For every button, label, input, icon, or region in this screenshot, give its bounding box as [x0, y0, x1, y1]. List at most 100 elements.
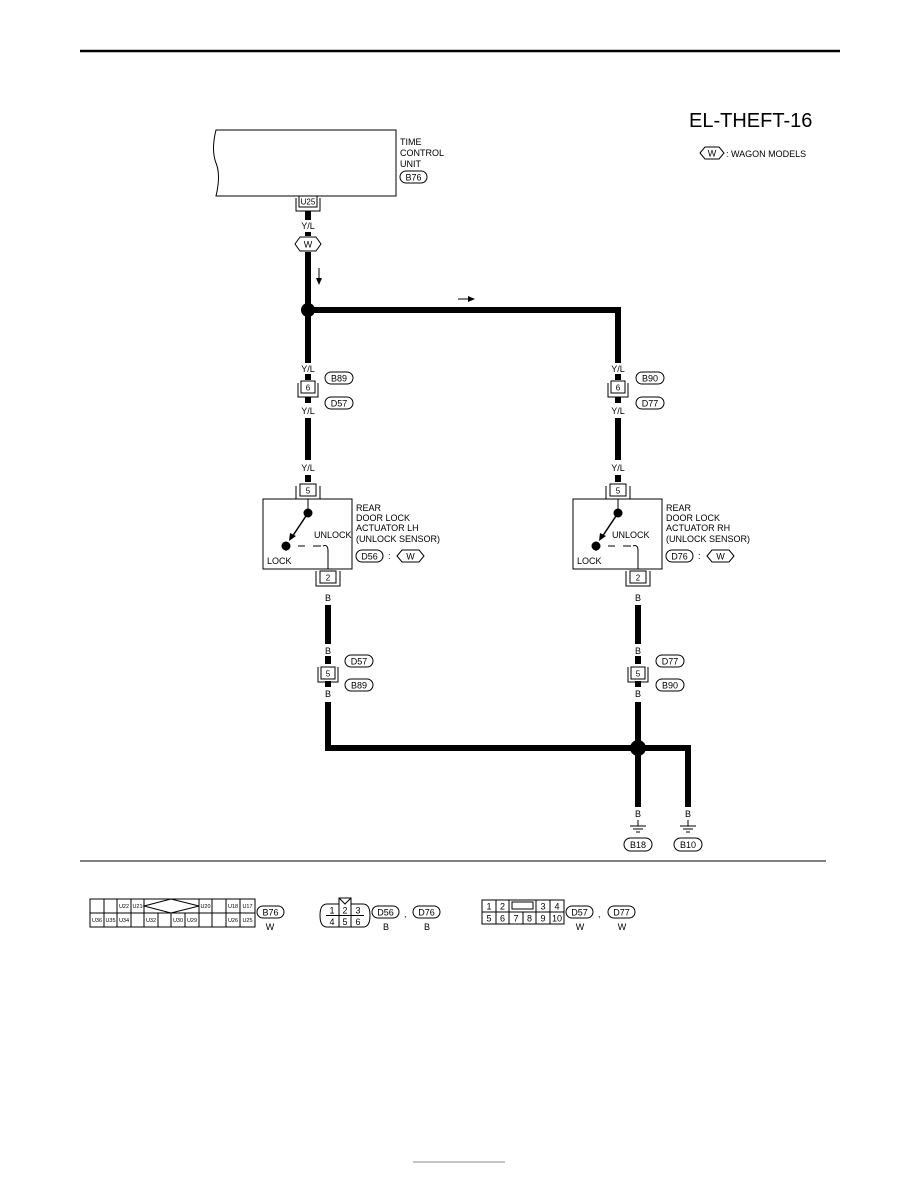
- signal-junction: [301, 303, 315, 317]
- svg-text:,: ,: [404, 909, 407, 919]
- svg-text:D77: D77: [642, 399, 659, 409]
- wagon-legend-text: : WAGON MODELS: [726, 149, 806, 159]
- svg-text:5: 5: [326, 670, 331, 679]
- svg-text:D57: D57: [331, 399, 348, 409]
- connector-view-b76: U22 U21 U20 U18 U17 U36 U35 U34 U32 U30 …: [89, 898, 285, 932]
- wagon-diamond-icon: [294, 236, 322, 252]
- svg-text:U20: U20: [200, 904, 210, 910]
- svg-text:B: B: [685, 809, 691, 819]
- svg-text:W: W: [576, 922, 585, 932]
- left-upper-connector-pill-1: [324, 371, 354, 385]
- right-upper-connector: Y/L 6 Y/L B90 D77: [607, 364, 665, 416]
- svg-text:B: B: [635, 593, 641, 603]
- svg-text:U32: U32: [146, 918, 156, 924]
- right-actuator-wagon-icon: [706, 549, 735, 563]
- svg-text:U21: U21: [132, 904, 142, 910]
- svg-text:B: B: [325, 593, 331, 603]
- svg-text:D57: D57: [351, 657, 368, 667]
- svg-text:B90: B90: [642, 374, 658, 384]
- svg-text:REAR: REAR: [666, 503, 692, 513]
- svg-text:B76: B76: [262, 908, 278, 918]
- svg-text:4: 4: [554, 902, 559, 912]
- svg-text:Y/L: Y/L: [611, 406, 625, 416]
- svg-text:5: 5: [616, 487, 621, 496]
- svg-text:(UNLOCK SENSOR): (UNLOCK SENSOR): [666, 534, 750, 544]
- time-control-unit: TIME CONTROL UNIT B76 U25: [213, 129, 444, 212]
- right-upper-connector-pill-2: [635, 396, 665, 410]
- right-door-lock-actuator: Y/L 5 UNLOCK LOCK REAR DOOR LOCK ACTUATO…: [572, 463, 750, 587]
- svg-text:U26: U26: [228, 918, 238, 924]
- svg-text:Y/L: Y/L: [611, 463, 625, 473]
- right-actuator-connector-pill: [665, 549, 694, 563]
- svg-text:W: W: [708, 149, 717, 159]
- svg-text:D77: D77: [613, 908, 630, 918]
- svg-text:B: B: [635, 809, 641, 819]
- left-unlock-label: UNLOCK: [314, 530, 352, 540]
- svg-text:U36: U36: [92, 918, 102, 924]
- svg-text:2: 2: [500, 902, 505, 912]
- left-actuator-wagon-icon: [396, 549, 425, 563]
- svg-text:U29: U29: [187, 918, 197, 924]
- svg-text:B: B: [635, 689, 641, 699]
- connector-view-d56-d76: 1 2 3 4 5 6 D56 , D76 B B: [319, 897, 441, 932]
- svg-text:5: 5: [342, 917, 347, 927]
- svg-text:U17: U17: [242, 904, 252, 910]
- tcu-label-line1: TIME: [400, 137, 422, 147]
- left-lower-connector-pill-2: [344, 678, 374, 692]
- svg-text:ACTUATOR LH: ACTUATOR LH: [356, 523, 419, 533]
- svg-text:D56: D56: [361, 552, 378, 562]
- svg-text:D76: D76: [418, 908, 435, 918]
- ground-junction: [630, 740, 646, 756]
- svg-text:U34: U34: [119, 918, 129, 924]
- right-lower-connector-pill-2: [655, 678, 685, 692]
- svg-text:1: 1: [329, 906, 334, 916]
- connector-key-icon: [142, 898, 200, 914]
- left-lower-connector-pill-1: [344, 654, 374, 668]
- svg-text:W: W: [618, 922, 627, 932]
- svg-text:Y/L: Y/L: [301, 463, 315, 473]
- svg-text:6: 6: [306, 384, 311, 393]
- svg-text:W: W: [406, 552, 415, 562]
- svg-text:W: W: [716, 552, 725, 562]
- svg-text:ACTUATOR RH: ACTUATOR RH: [666, 523, 730, 533]
- svg-text:D77: D77: [662, 657, 679, 667]
- svg-text:2: 2: [326, 574, 331, 583]
- svg-text:D57: D57: [571, 908, 588, 918]
- svg-text:,: ,: [598, 909, 601, 919]
- tcu-label-line3: UNIT: [400, 159, 421, 169]
- svg-text:6: 6: [616, 384, 621, 393]
- svg-text:5: 5: [636, 670, 641, 679]
- connector-view-d57-d77: 1 2 3 4 5 6 7 8 9 10 D57 , D77 W W: [481, 899, 636, 932]
- svg-text:D76: D76: [671, 552, 688, 562]
- tcu-terminal-box: [298, 195, 318, 208]
- svg-text:2: 2: [636, 574, 641, 583]
- svg-text:1: 1: [486, 902, 491, 912]
- svg-text:D56: D56: [377, 908, 394, 918]
- svg-text:DOOR LOCK: DOOR LOCK: [356, 513, 410, 523]
- ground-wire: [325, 605, 691, 807]
- current-arrow-down-icon: [316, 268, 322, 285]
- svg-text:U18: U18: [228, 904, 238, 910]
- svg-text:U35: U35: [105, 918, 115, 924]
- svg-text:W: W: [304, 240, 313, 250]
- tcu-wire-color: Y/L: [301, 221, 315, 231]
- svg-text:2: 2: [342, 906, 347, 916]
- svg-text:B89: B89: [351, 681, 367, 691]
- right-lower-connector-pill-1: [655, 654, 685, 668]
- tcu-connector-pill: [399, 170, 428, 184]
- svg-text:B: B: [325, 646, 331, 656]
- svg-text::: :: [698, 551, 701, 561]
- svg-text:B18: B18: [630, 840, 646, 850]
- svg-text:7: 7: [513, 914, 518, 924]
- svg-text:B90: B90: [662, 681, 678, 691]
- svg-text:5: 5: [306, 487, 311, 496]
- svg-text::: :: [388, 551, 391, 561]
- right-lower-connector: B 5 B D77 B90: [627, 646, 685, 699]
- svg-text:5: 5: [486, 914, 491, 924]
- left-actuator-connector-pill: [355, 549, 384, 563]
- connector-key-icon: [511, 901, 534, 910]
- svg-text:6: 6: [500, 914, 505, 924]
- svg-text:W: W: [266, 922, 275, 932]
- svg-text:B: B: [383, 922, 389, 932]
- connector-latch-icon: [338, 897, 352, 905]
